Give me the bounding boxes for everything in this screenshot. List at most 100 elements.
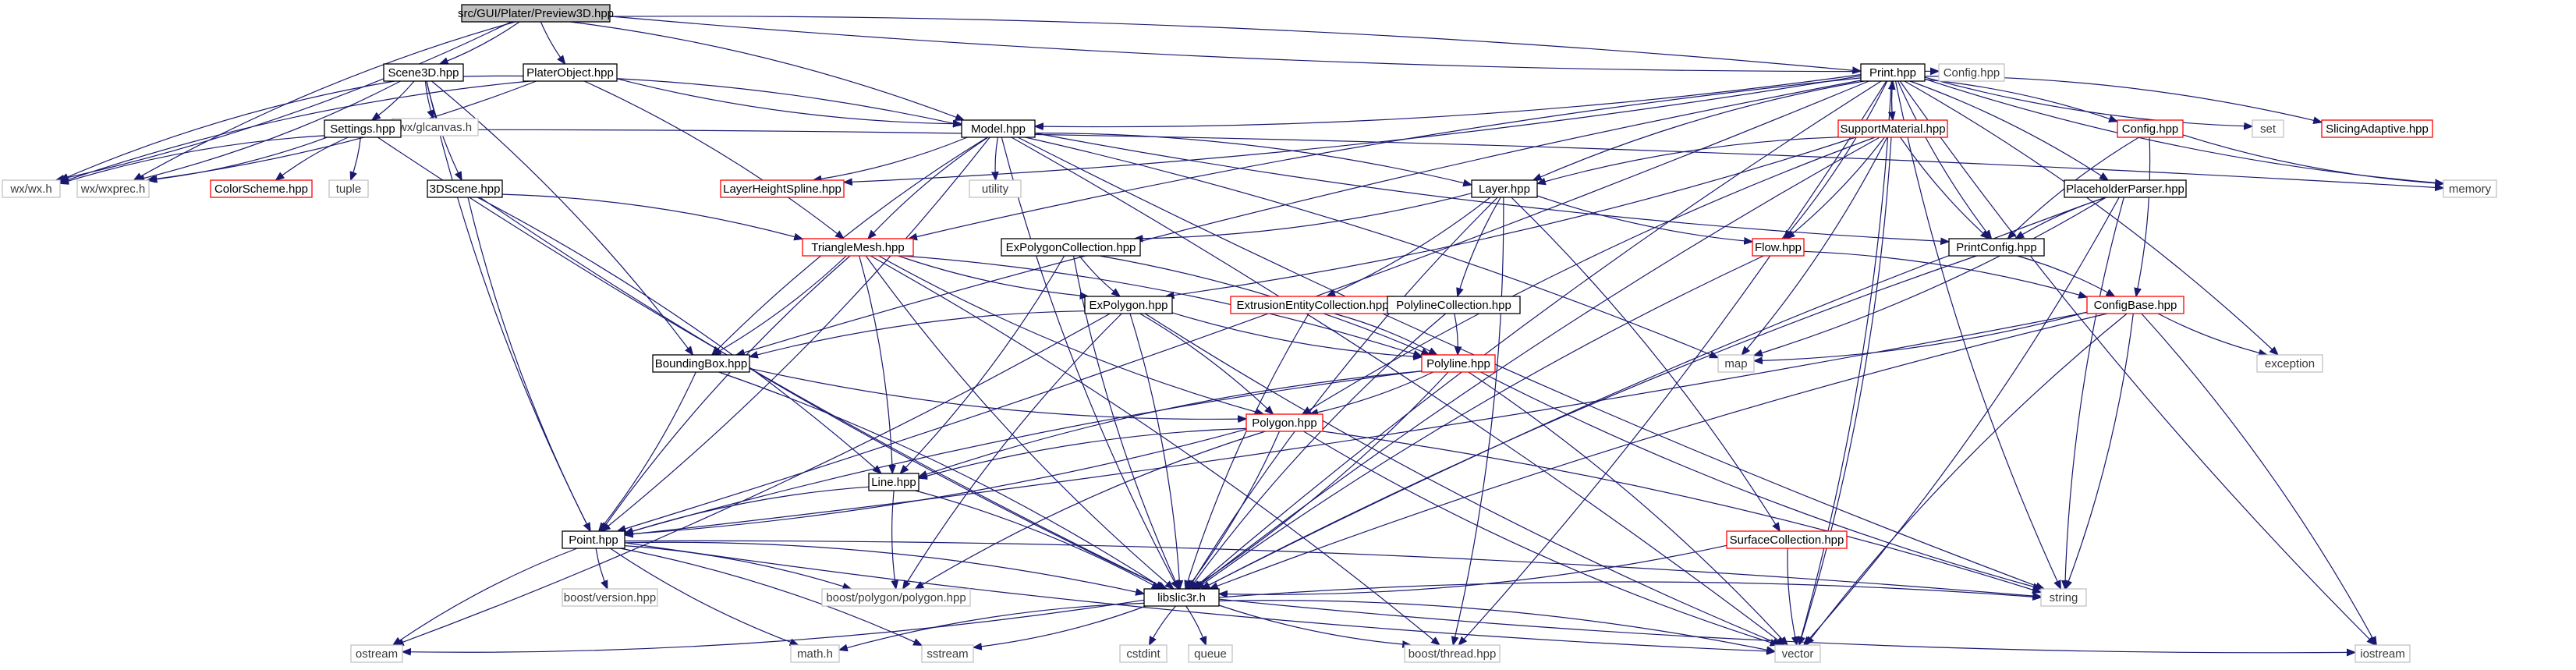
node-trianglemesh[interactable]: TriangleMesh.hpp bbox=[802, 238, 914, 257]
edge-polyline-to-string bbox=[1480, 371, 2042, 589]
node-placeholderparser[interactable]: PlaceholderParser.hpp bbox=[2064, 179, 2187, 198]
node-configbase[interactable]: ConfigBase.hpp bbox=[2086, 296, 2184, 314]
edge-print-to-config_hpp bbox=[1924, 79, 2117, 122]
node-extrusionentitycollection[interactable]: ExtrusionEntityCollection.hpp bbox=[1230, 296, 1395, 314]
node-printconfig-box bbox=[1948, 238, 2045, 257]
node-colorscheme-box bbox=[210, 179, 313, 198]
edge-settings-to-wxprec bbox=[149, 136, 328, 180]
node-polylinecollection-label: PolylineCollection.hpp bbox=[1396, 299, 1511, 312]
node-libslic3r[interactable]: libslic3r.h bbox=[1143, 588, 1220, 607]
node-exception: exception bbox=[2256, 354, 2323, 373]
node-scene3d_3d[interactable]: 3DScene.hpp bbox=[427, 179, 503, 198]
node-colorscheme-label: ColorScheme.hpp bbox=[214, 183, 308, 196]
node-flow[interactable]: Flow.hpp bbox=[1752, 238, 1805, 257]
node-expolygon[interactable]: ExPolygon.hpp bbox=[1084, 296, 1173, 314]
edge-print-to-vector bbox=[1799, 80, 1892, 645]
node-tuple-box bbox=[328, 179, 369, 198]
node-printconfig[interactable]: PrintConfig.hpp bbox=[1948, 238, 2045, 257]
edge-placeholderparser-to-vector bbox=[1804, 197, 2120, 645]
edge-boundingbox-to-point bbox=[599, 371, 696, 531]
edge-layer-to-extrusionentitycollection bbox=[1327, 197, 1491, 296]
node-utility: utility bbox=[969, 179, 1022, 198]
edge-expolygoncollection-to-expolygon bbox=[1079, 255, 1120, 296]
node-preview3d[interactable]: src/GUI/Plater/Preview3D.hpp bbox=[458, 4, 614, 23]
node-print-box bbox=[1860, 63, 1926, 82]
node-configbase-box bbox=[2086, 296, 2184, 314]
node-layer-label: Layer.hpp bbox=[1479, 183, 1530, 196]
edge-print-to-boundingbox bbox=[736, 80, 1862, 355]
edge-point-to-boost_polygon bbox=[624, 545, 851, 589]
node-expolygoncollection-box bbox=[1001, 238, 1141, 257]
node-line-box bbox=[868, 473, 919, 491]
node-placeholderparser-box bbox=[2064, 179, 2187, 198]
node-platerobject-box bbox=[523, 63, 618, 82]
edge-print-to-layerheightspline bbox=[844, 75, 1862, 182]
node-boost_thread-label: boost/thread.hpp bbox=[1408, 647, 1497, 661]
node-queue: queue bbox=[1188, 644, 1233, 663]
node-preview3d-box bbox=[461, 4, 611, 23]
node-supportmaterial[interactable]: SupportMaterial.hpp bbox=[1837, 119, 1948, 138]
edge-libslic3r-to-vector bbox=[1218, 600, 1775, 652]
edge-config_hpp-to-configbase bbox=[2136, 136, 2151, 296]
edge-supportmaterial-to-expolygon bbox=[1166, 136, 1856, 296]
edge-polyline-to-libslic3r bbox=[1192, 371, 1449, 589]
edge-polylinecollection-to-polyline bbox=[1454, 313, 1458, 355]
node-platerobject[interactable]: PlaterObject.hpp bbox=[523, 63, 618, 82]
node-layer[interactable]: Layer.hpp bbox=[1471, 179, 1538, 198]
node-polylinecollection[interactable]: PolylineCollection.hpp bbox=[1387, 296, 1521, 314]
node-config_hpp-label: Config.hpp bbox=[2122, 122, 2179, 136]
node-cstdint: cstdint bbox=[1119, 644, 1168, 663]
edge-surfacecollection-to-libslic3r bbox=[1219, 544, 1727, 594]
node-sstream-box bbox=[921, 644, 974, 663]
node-iostream-box bbox=[2355, 644, 2411, 663]
node-boost_thread: boost/thread.hpp bbox=[1404, 644, 1501, 663]
node-exception-label: exception bbox=[2265, 357, 2315, 370]
node-line[interactable]: Line.hpp bbox=[868, 473, 919, 491]
edge-model-to-string bbox=[1017, 136, 2044, 589]
edge-platerobject-to-trianglemesh bbox=[583, 80, 844, 239]
edge-model-to-vector bbox=[1011, 136, 1784, 645]
edge-model-to-trianglemesh bbox=[868, 136, 989, 239]
node-preview3d-label: src/GUI/Plater/Preview3D.hpp bbox=[458, 7, 614, 20]
node-slicingadaptive[interactable]: SlicingAdaptive.hpp bbox=[2321, 119, 2433, 138]
node-config_hpp[interactable]: Config.hpp bbox=[2117, 119, 2184, 138]
node-layerheightspline[interactable]: LayerHeightSpline.hpp bbox=[720, 179, 845, 198]
node-colorscheme[interactable]: ColorScheme.hpp bbox=[210, 179, 313, 198]
node-trianglemesh-box bbox=[802, 238, 914, 257]
node-boost_version-label: boost/version.hpp bbox=[564, 591, 656, 604]
edge-supportmaterial-to-vector bbox=[1799, 136, 1892, 645]
node-point[interactable]: Point.hpp bbox=[562, 530, 625, 549]
edge-configbase-to-point bbox=[625, 311, 2088, 535]
node-settings-label: Settings.hpp bbox=[330, 122, 395, 136]
node-polygon[interactable]: Polygon.hpp bbox=[1245, 413, 1323, 432]
edge-print-to-exception bbox=[1904, 80, 2278, 355]
node-settings[interactable]: Settings.hpp bbox=[324, 119, 402, 138]
node-ostream: ostream bbox=[350, 644, 403, 663]
node-polyline[interactable]: Polyline.hpp bbox=[1421, 354, 1496, 373]
node-memory-label: memory bbox=[2449, 183, 2492, 196]
edge-print-to-printconfig bbox=[1897, 80, 1992, 239]
edge-expolygoncollection-to-polyline bbox=[1099, 255, 1430, 355]
node-exception-box bbox=[2256, 354, 2323, 373]
edge-layer-to-libslic3r bbox=[1189, 197, 1498, 589]
node-boundingbox[interactable]: BoundingBox.hpp bbox=[652, 354, 750, 373]
node-model-box bbox=[961, 119, 1036, 138]
node-expolygoncollection-label: ExPolygonCollection.hpp bbox=[1006, 241, 1136, 254]
node-wxprec-box bbox=[76, 179, 150, 198]
node-config_ext-label: Config.hpp bbox=[1944, 66, 2000, 80]
node-math-box bbox=[790, 644, 840, 663]
edge-layer-to-flow bbox=[1536, 195, 1752, 242]
node-expolygoncollection[interactable]: ExPolygonCollection.hpp bbox=[1001, 238, 1141, 257]
node-model-label: Model.hpp bbox=[971, 122, 1026, 136]
node-print[interactable]: Print.hpp bbox=[1860, 63, 1926, 82]
edge-scene3d-to-model bbox=[462, 75, 962, 125]
node-scene3d[interactable]: Scene3D.hpp bbox=[383, 63, 464, 82]
edge-preview3d-to-wx_h bbox=[56, 21, 512, 180]
edge-point-to-string bbox=[624, 540, 2041, 597]
node-scene3d-label: Scene3D.hpp bbox=[388, 66, 459, 80]
node-polyline-label: Polyline.hpp bbox=[1426, 357, 1490, 370]
node-surfacecollection[interactable]: SurfaceCollection.hpp bbox=[1726, 530, 1848, 549]
edge-trianglemesh-to-boost_thread bbox=[870, 255, 1440, 645]
node-model[interactable]: Model.hpp bbox=[961, 119, 1036, 138]
edge-polygon-to-vector bbox=[1303, 431, 1779, 645]
